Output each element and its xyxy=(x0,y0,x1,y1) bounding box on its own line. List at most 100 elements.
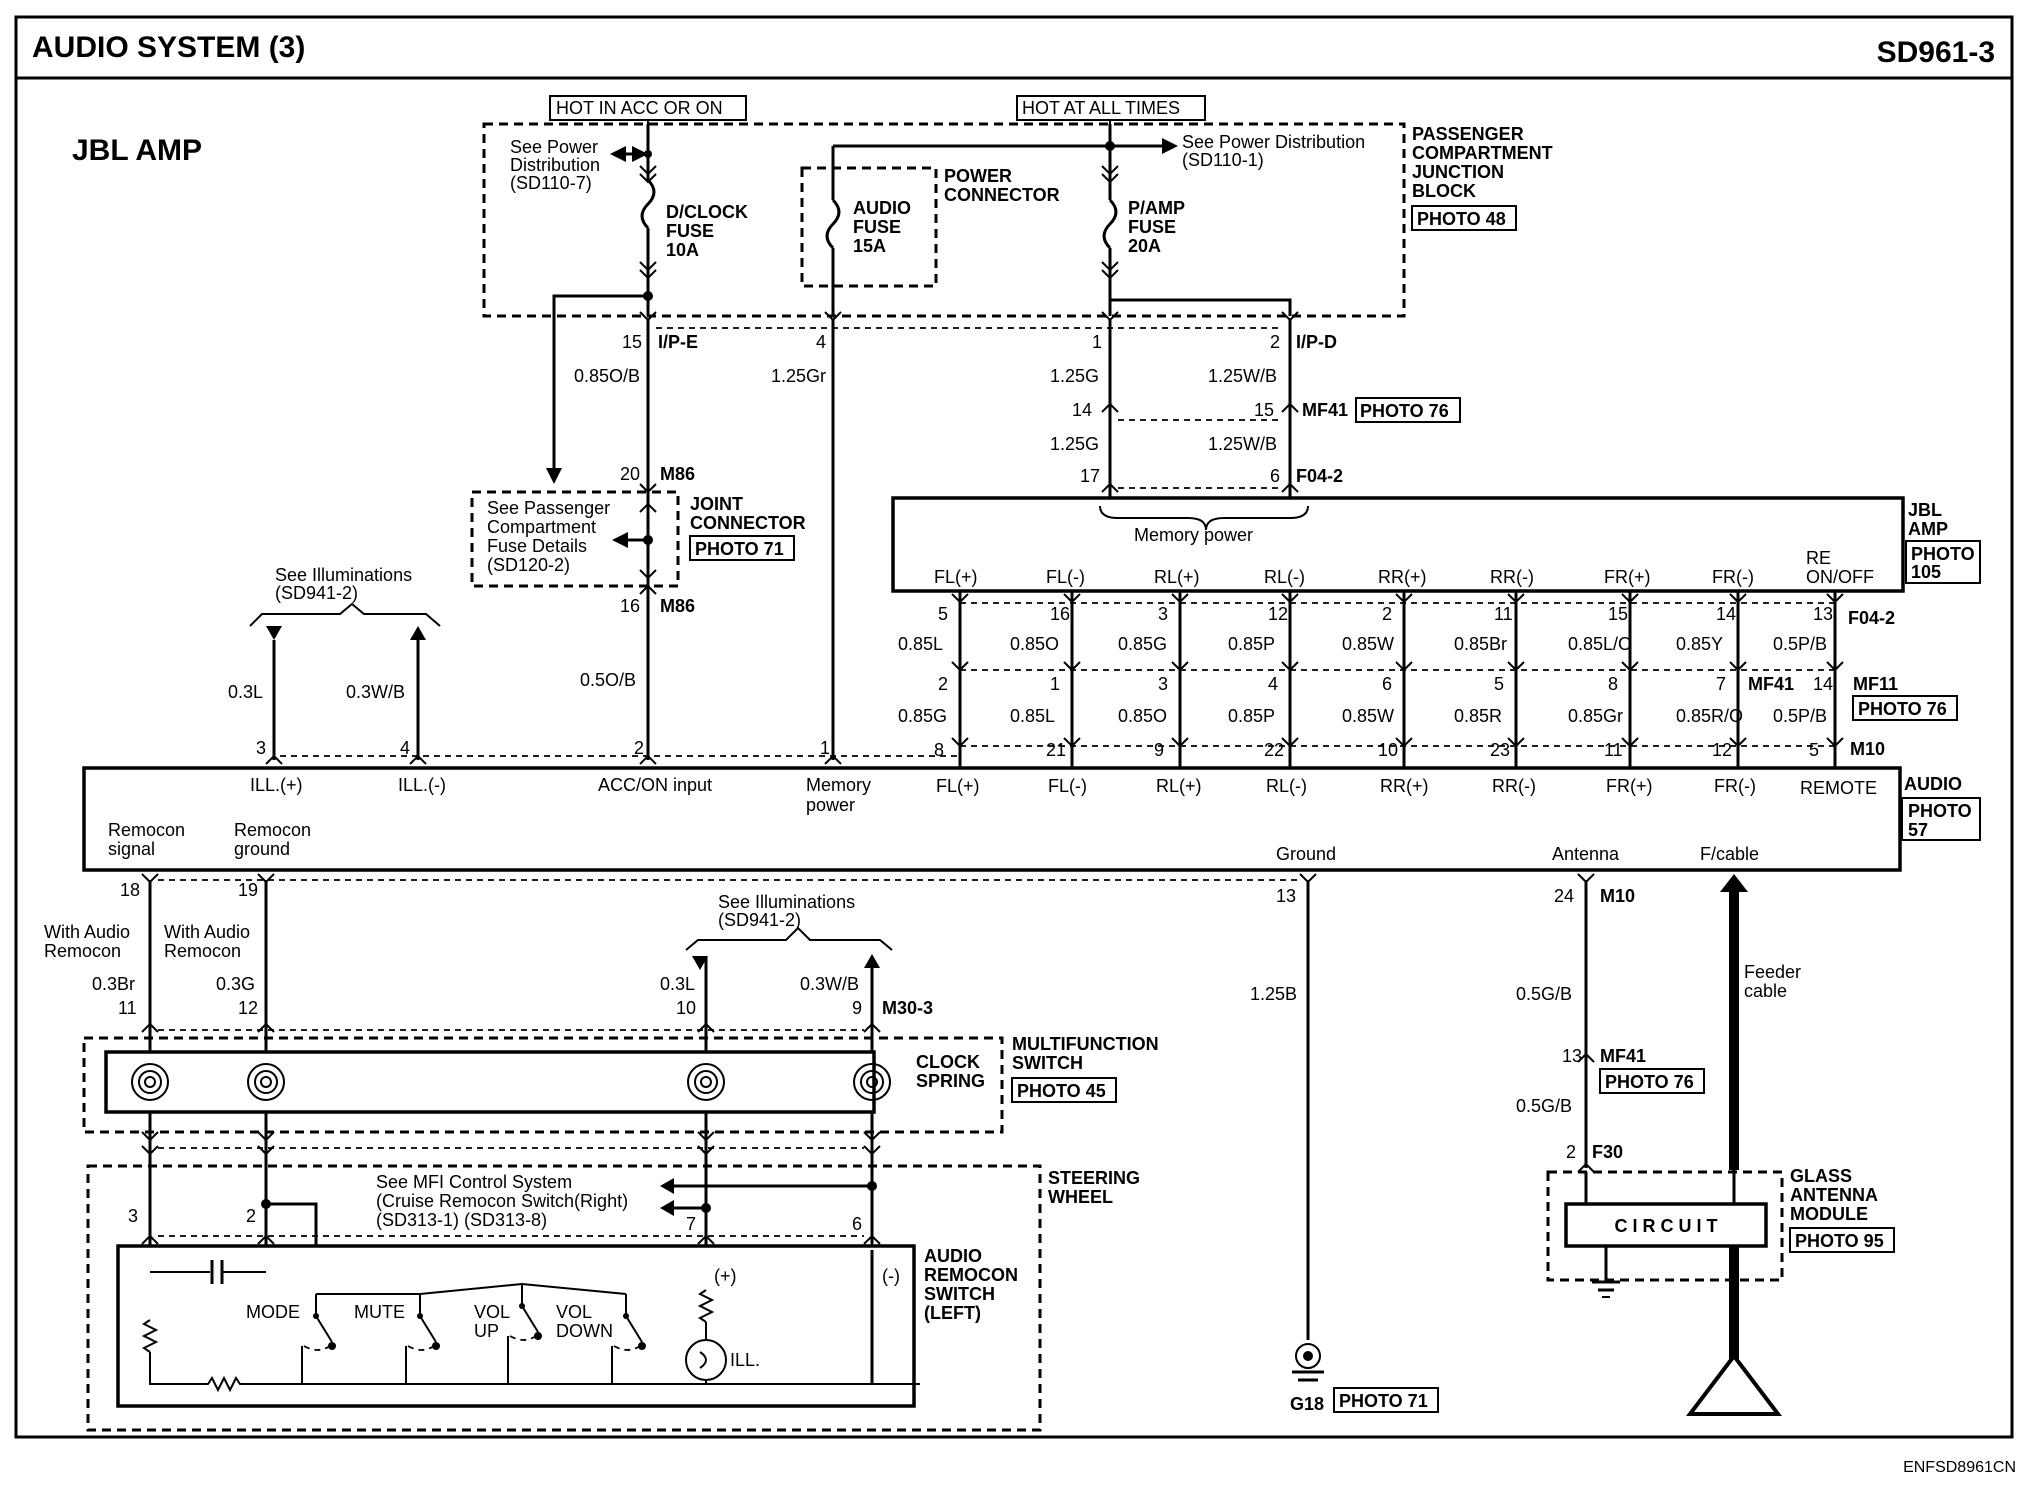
svg-text:STEERING: STEERING xyxy=(1048,1168,1140,1188)
svg-text:power: power xyxy=(806,795,855,815)
svg-text:VOL: VOL xyxy=(474,1302,510,1322)
svg-text:Feeder: Feeder xyxy=(1744,962,1801,982)
svg-text:20A: 20A xyxy=(1128,236,1161,256)
svg-text:WHEEL: WHEEL xyxy=(1048,1187,1113,1207)
svg-text:M10: M10 xyxy=(1850,739,1885,759)
audio-terminal: FL(-) xyxy=(1048,776,1087,796)
svg-text:MUTE: MUTE xyxy=(354,1302,405,1322)
svg-text:20: 20 xyxy=(620,464,640,484)
svg-text:F/cable: F/cable xyxy=(1700,844,1759,864)
svg-text:See MFI Control System: See MFI Control System xyxy=(376,1172,572,1192)
svg-text:JBL: JBL xyxy=(1908,500,1942,520)
amp-wire-bot: 0.85R xyxy=(1454,706,1502,726)
svg-text:AUDIO: AUDIO xyxy=(1904,774,1962,794)
amp-wire-top: 0.85O xyxy=(1010,634,1059,654)
svg-text:1.25G: 1.25G xyxy=(1050,434,1099,454)
svg-text:FUSE: FUSE xyxy=(666,221,714,241)
amp-wire-bot: 0.85L xyxy=(1010,706,1055,726)
svg-text:0.85O/B: 0.85O/B xyxy=(574,366,640,386)
amp-pin-mid: 7 xyxy=(1716,674,1726,694)
svg-text:(SD941-2): (SD941-2) xyxy=(275,583,358,603)
svg-text:Remocon: Remocon xyxy=(108,820,185,840)
svg-text:HOT AT ALL TIMES: HOT AT ALL TIMES xyxy=(1022,98,1180,118)
glass-antenna-module: C I R C U I T GLASS ANTENNA MODULE PHOTO… xyxy=(1546,1166,1895,1416)
svg-text:Fuse Details: Fuse Details xyxy=(487,536,587,556)
amp-pin-bot: 23 xyxy=(1490,740,1510,760)
svg-text:12: 12 xyxy=(238,998,258,1018)
svg-text:(-): (-) xyxy=(882,1266,900,1286)
svg-text:UP: UP xyxy=(474,1321,499,1341)
svg-text:2: 2 xyxy=(246,1206,256,1226)
svg-text:13: 13 xyxy=(1276,886,1296,906)
svg-text:16: 16 xyxy=(620,596,640,616)
svg-text:CONNECTOR: CONNECTOR xyxy=(944,185,1060,205)
amp-wire-bot: 0.85P xyxy=(1228,706,1275,726)
amp-terminal: FR(-) xyxy=(1712,567,1754,587)
amp-terminal: FL(+) xyxy=(934,567,978,587)
svg-text:BLOCK: BLOCK xyxy=(1412,181,1476,201)
amp-terminal: RL(-) xyxy=(1264,567,1305,587)
hot-acc-tag xyxy=(549,95,747,121)
svg-text:(SD941-2): (SD941-2) xyxy=(718,910,801,930)
amp-pin-bot: 22 xyxy=(1264,740,1284,760)
amp-wire-bot: 0.5P/B xyxy=(1773,706,1827,726)
svg-text:4: 4 xyxy=(816,332,826,352)
svg-text:0.3L: 0.3L xyxy=(228,682,263,702)
svg-text:MF11: MF11 xyxy=(1853,674,1898,694)
svg-text:Compartment: Compartment xyxy=(487,517,596,537)
amp-pin-mid: 1 xyxy=(1050,674,1060,694)
amp-wire-top: 0.85Br xyxy=(1454,634,1507,654)
svg-text:24: 24 xyxy=(1554,886,1574,906)
amp-wire-bot: 0.85W xyxy=(1342,706,1394,726)
svg-text:G18: G18 xyxy=(1290,1394,1324,1414)
footer-code: ENFSD8961CN xyxy=(1903,1459,2016,1476)
amp-terminal: RL(+) xyxy=(1154,567,1200,587)
svg-text:PHOTO 76: PHOTO 76 xyxy=(1360,401,1449,421)
svg-text:See Power Distribution: See Power Distribution xyxy=(1182,132,1365,152)
svg-text:10A: 10A xyxy=(666,240,699,260)
svg-text:PHOTO 71: PHOTO 71 xyxy=(1339,1391,1428,1411)
amp-wire-bot: 0.85G xyxy=(898,706,947,726)
amp-pin-bot: 9 xyxy=(1154,740,1164,760)
svg-text:PHOTO 76: PHOTO 76 xyxy=(1858,699,1947,719)
svg-text:(+): (+) xyxy=(714,1266,737,1286)
svg-text:14: 14 xyxy=(1072,400,1092,420)
audio-terminal: FR(-) xyxy=(1714,776,1756,796)
svg-text:ILL.: ILL. xyxy=(730,1350,760,1370)
amp-wire-top: 0.5P/B xyxy=(1773,634,1827,654)
svg-text:F30: F30 xyxy=(1592,1142,1623,1162)
svg-text:11: 11 xyxy=(118,998,137,1018)
svg-text:ACC/ON input: ACC/ON input xyxy=(598,775,712,795)
svg-text:0.3L: 0.3L xyxy=(660,974,695,994)
amp-pin-mid: 4 xyxy=(1268,674,1278,694)
amp-pin-bot: 5 xyxy=(1809,740,1819,760)
svg-text:MF41: MF41 xyxy=(1302,400,1348,420)
svg-text:PASSENGER: PASSENGER xyxy=(1412,124,1524,144)
amp-terminal: RR(+) xyxy=(1378,567,1427,587)
svg-text:REMOTE: REMOTE xyxy=(1800,778,1877,798)
amp-pin-mid: 3 xyxy=(1158,674,1168,694)
svg-text:9: 9 xyxy=(852,998,862,1018)
svg-text:13: 13 xyxy=(1562,1046,1582,1066)
svg-text:PHOTO 71: PHOTO 71 xyxy=(695,539,784,559)
svg-text:signal: signal xyxy=(108,839,155,859)
amp-wire-bot: 0.85O xyxy=(1118,706,1167,726)
svg-text:MF41: MF41 xyxy=(1748,674,1794,694)
svg-text:0.3W/B: 0.3W/B xyxy=(800,974,859,994)
amp-pin-top: 5 xyxy=(938,604,948,624)
amp-pin-mid: 6 xyxy=(1382,674,1392,694)
svg-text:1: 1 xyxy=(820,738,830,758)
svg-text:4: 4 xyxy=(400,738,410,758)
svg-text:MODE: MODE xyxy=(246,1302,300,1322)
svg-text:I/P-E: I/P-E xyxy=(658,332,698,352)
svg-text:2: 2 xyxy=(1270,332,1280,352)
svg-text:1.25W/B: 1.25W/B xyxy=(1208,434,1277,454)
svg-text:CLOCK: CLOCK xyxy=(916,1052,980,1072)
ground-g18: G18 PHOTO 71 xyxy=(1290,1343,1439,1414)
svg-text:(Cruise Remocon Switch(Right): (Cruise Remocon Switch(Right) xyxy=(376,1191,628,1211)
svg-text:M86: M86 xyxy=(660,464,695,484)
multifunction-switch: MULTIFUNCTION SWITCH PHOTO 45 CLOCK SPRI… xyxy=(82,1034,1159,1156)
audio-terminal: RL(-) xyxy=(1266,776,1307,796)
svg-text:JUNCTION: JUNCTION xyxy=(1412,162,1504,182)
